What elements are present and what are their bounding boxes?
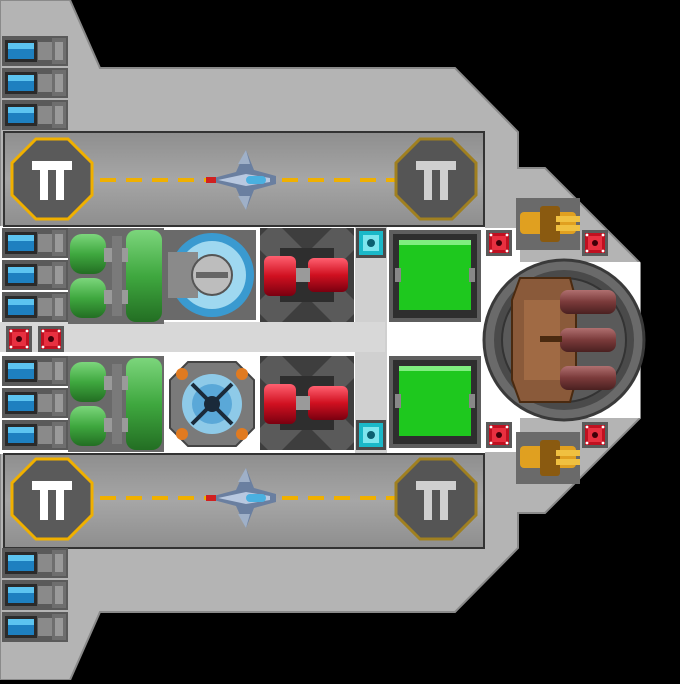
red-node-icon[interactable] xyxy=(582,230,608,256)
cooling-fan-icon[interactable] xyxy=(166,358,258,450)
landing-pad-icon[interactable] xyxy=(10,457,94,541)
mid-corridor xyxy=(0,322,385,352)
upper-runway xyxy=(3,131,485,227)
red-engine-icon[interactable] xyxy=(260,228,354,322)
thruster-icon[interactable] xyxy=(2,292,68,322)
red-node-icon[interactable] xyxy=(486,230,512,256)
hatch-icon[interactable] xyxy=(356,228,386,258)
thruster-icon[interactable] xyxy=(2,36,68,66)
red-node-icon[interactable] xyxy=(6,326,32,352)
thruster-icon[interactable] xyxy=(2,420,68,450)
main-cannon-icon[interactable] xyxy=(482,258,646,422)
gun-turret-icon[interactable] xyxy=(516,432,580,484)
hatch-icon[interactable] xyxy=(356,420,386,450)
landing-pad-icon[interactable] xyxy=(394,457,478,541)
shield-generator-icon[interactable] xyxy=(164,230,256,320)
landing-pad-icon[interactable] xyxy=(394,137,478,221)
thruster-icon[interactable] xyxy=(2,580,68,610)
green-reactor-icon[interactable] xyxy=(68,356,164,452)
red-node-icon[interactable] xyxy=(486,422,512,448)
landing-pad-icon[interactable] xyxy=(10,137,94,221)
red-node-icon[interactable] xyxy=(582,422,608,448)
green-screen-icon[interactable] xyxy=(389,356,481,448)
green-reactor-icon[interactable] xyxy=(68,228,164,324)
thruster-icon[interactable] xyxy=(2,228,68,258)
thruster-icon[interactable] xyxy=(2,100,68,130)
gun-turret-icon[interactable] xyxy=(516,198,580,250)
thruster-icon[interactable] xyxy=(2,260,68,290)
thruster-icon[interactable] xyxy=(2,356,68,386)
red-engine-icon[interactable] xyxy=(260,356,354,450)
green-screen-icon[interactable] xyxy=(389,230,481,322)
red-node-icon[interactable] xyxy=(38,326,64,352)
thruster-icon[interactable] xyxy=(2,68,68,98)
thruster-icon[interactable] xyxy=(2,388,68,418)
lower-runway xyxy=(3,453,485,549)
thruster-icon[interactable] xyxy=(2,612,68,642)
thruster-icon[interactable] xyxy=(2,548,68,578)
